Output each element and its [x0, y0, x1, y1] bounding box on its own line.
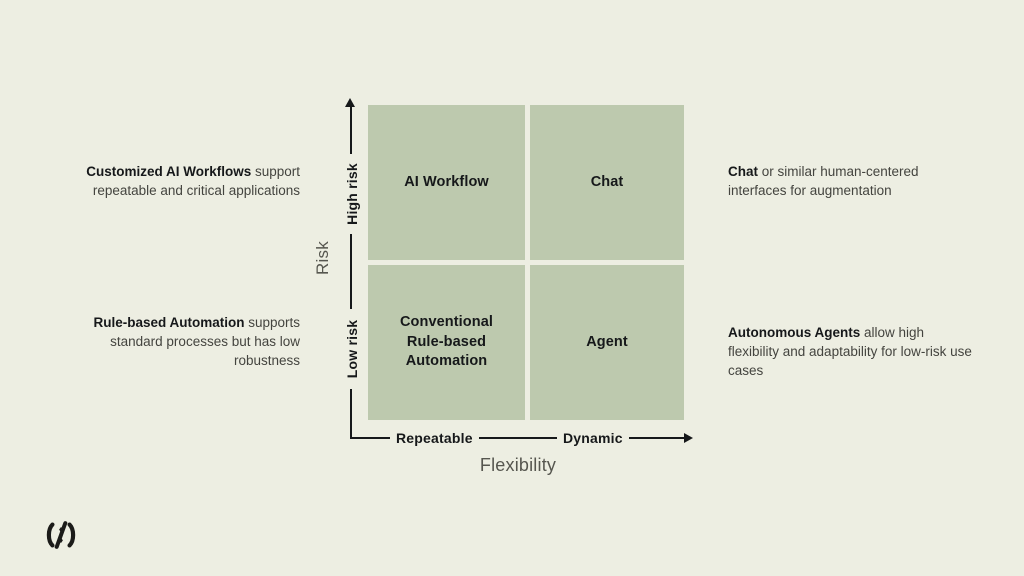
x-axis-dynamic-label: Dynamic: [557, 430, 629, 446]
brand-logo-icon: [46, 521, 76, 549]
quadrant-label-conventional-rule-based-automation: Conventional Rule-based Automation: [399, 314, 494, 370]
x-axis-arrow-icon: [684, 432, 693, 443]
annotation-top-right-lead: Chat: [728, 164, 758, 179]
quadrant-chat[interactable]: Chat: [530, 105, 684, 260]
annotation-top-left-rest: support repeatable and critical applicat…: [92, 164, 300, 199]
y-axis-high-risk-label: High risk: [341, 154, 363, 234]
quadrant-ai-workflow[interactable]: AI Workflow: [368, 105, 525, 260]
risk-flexibility-matrix: AI Workflow Chat Conventional Rule-based…: [368, 105, 684, 420]
x-axis-line: [350, 437, 684, 439]
annotation-top-left-lead: Customized AI Workflows: [86, 164, 252, 179]
annotation-bottom-right-rest: allow high flexibility and adaptability …: [728, 325, 972, 379]
y-axis-arrow-icon: [345, 98, 355, 107]
y-axis-title: Risk: [313, 241, 332, 275]
quadrant-label-ai-workflow: AI Workflow: [404, 173, 489, 190]
quadrant-label-agent: Agent: [586, 333, 628, 350]
quadrant-label-chat: Chat: [590, 173, 624, 190]
annotation-bottom-right: Autonomous Agents allow high flexibility…: [728, 323, 973, 380]
quadrant-conventional-rule-based-automation[interactable]: Conventional Rule-based Automation: [368, 265, 525, 420]
x-axis-title: Flexibility: [479, 455, 557, 475]
y-axis-low-risk-label: Low risk: [341, 309, 363, 389]
annotation-top-left: Customized AI Workflows support repeatab…: [85, 162, 300, 200]
annotation-top-right-rest: or similar human-centered interfaces for…: [728, 164, 919, 199]
annotation-bottom-left-lead: Rule-based Automation: [93, 315, 245, 330]
annotation-bottom-left: Rule-based Automation supports standard …: [85, 313, 300, 370]
annotation-bottom-left-rest: supports standard processes but has low …: [110, 315, 300, 369]
x-axis-repeatable-label: Repeatable: [390, 430, 479, 446]
y-axis-line: [350, 104, 352, 438]
quadrant-agent[interactable]: Agent: [530, 265, 684, 420]
annotation-top-right: Chat or similar human-centered interface…: [728, 162, 973, 200]
annotation-bottom-right-lead: Autonomous Agents: [728, 325, 861, 340]
